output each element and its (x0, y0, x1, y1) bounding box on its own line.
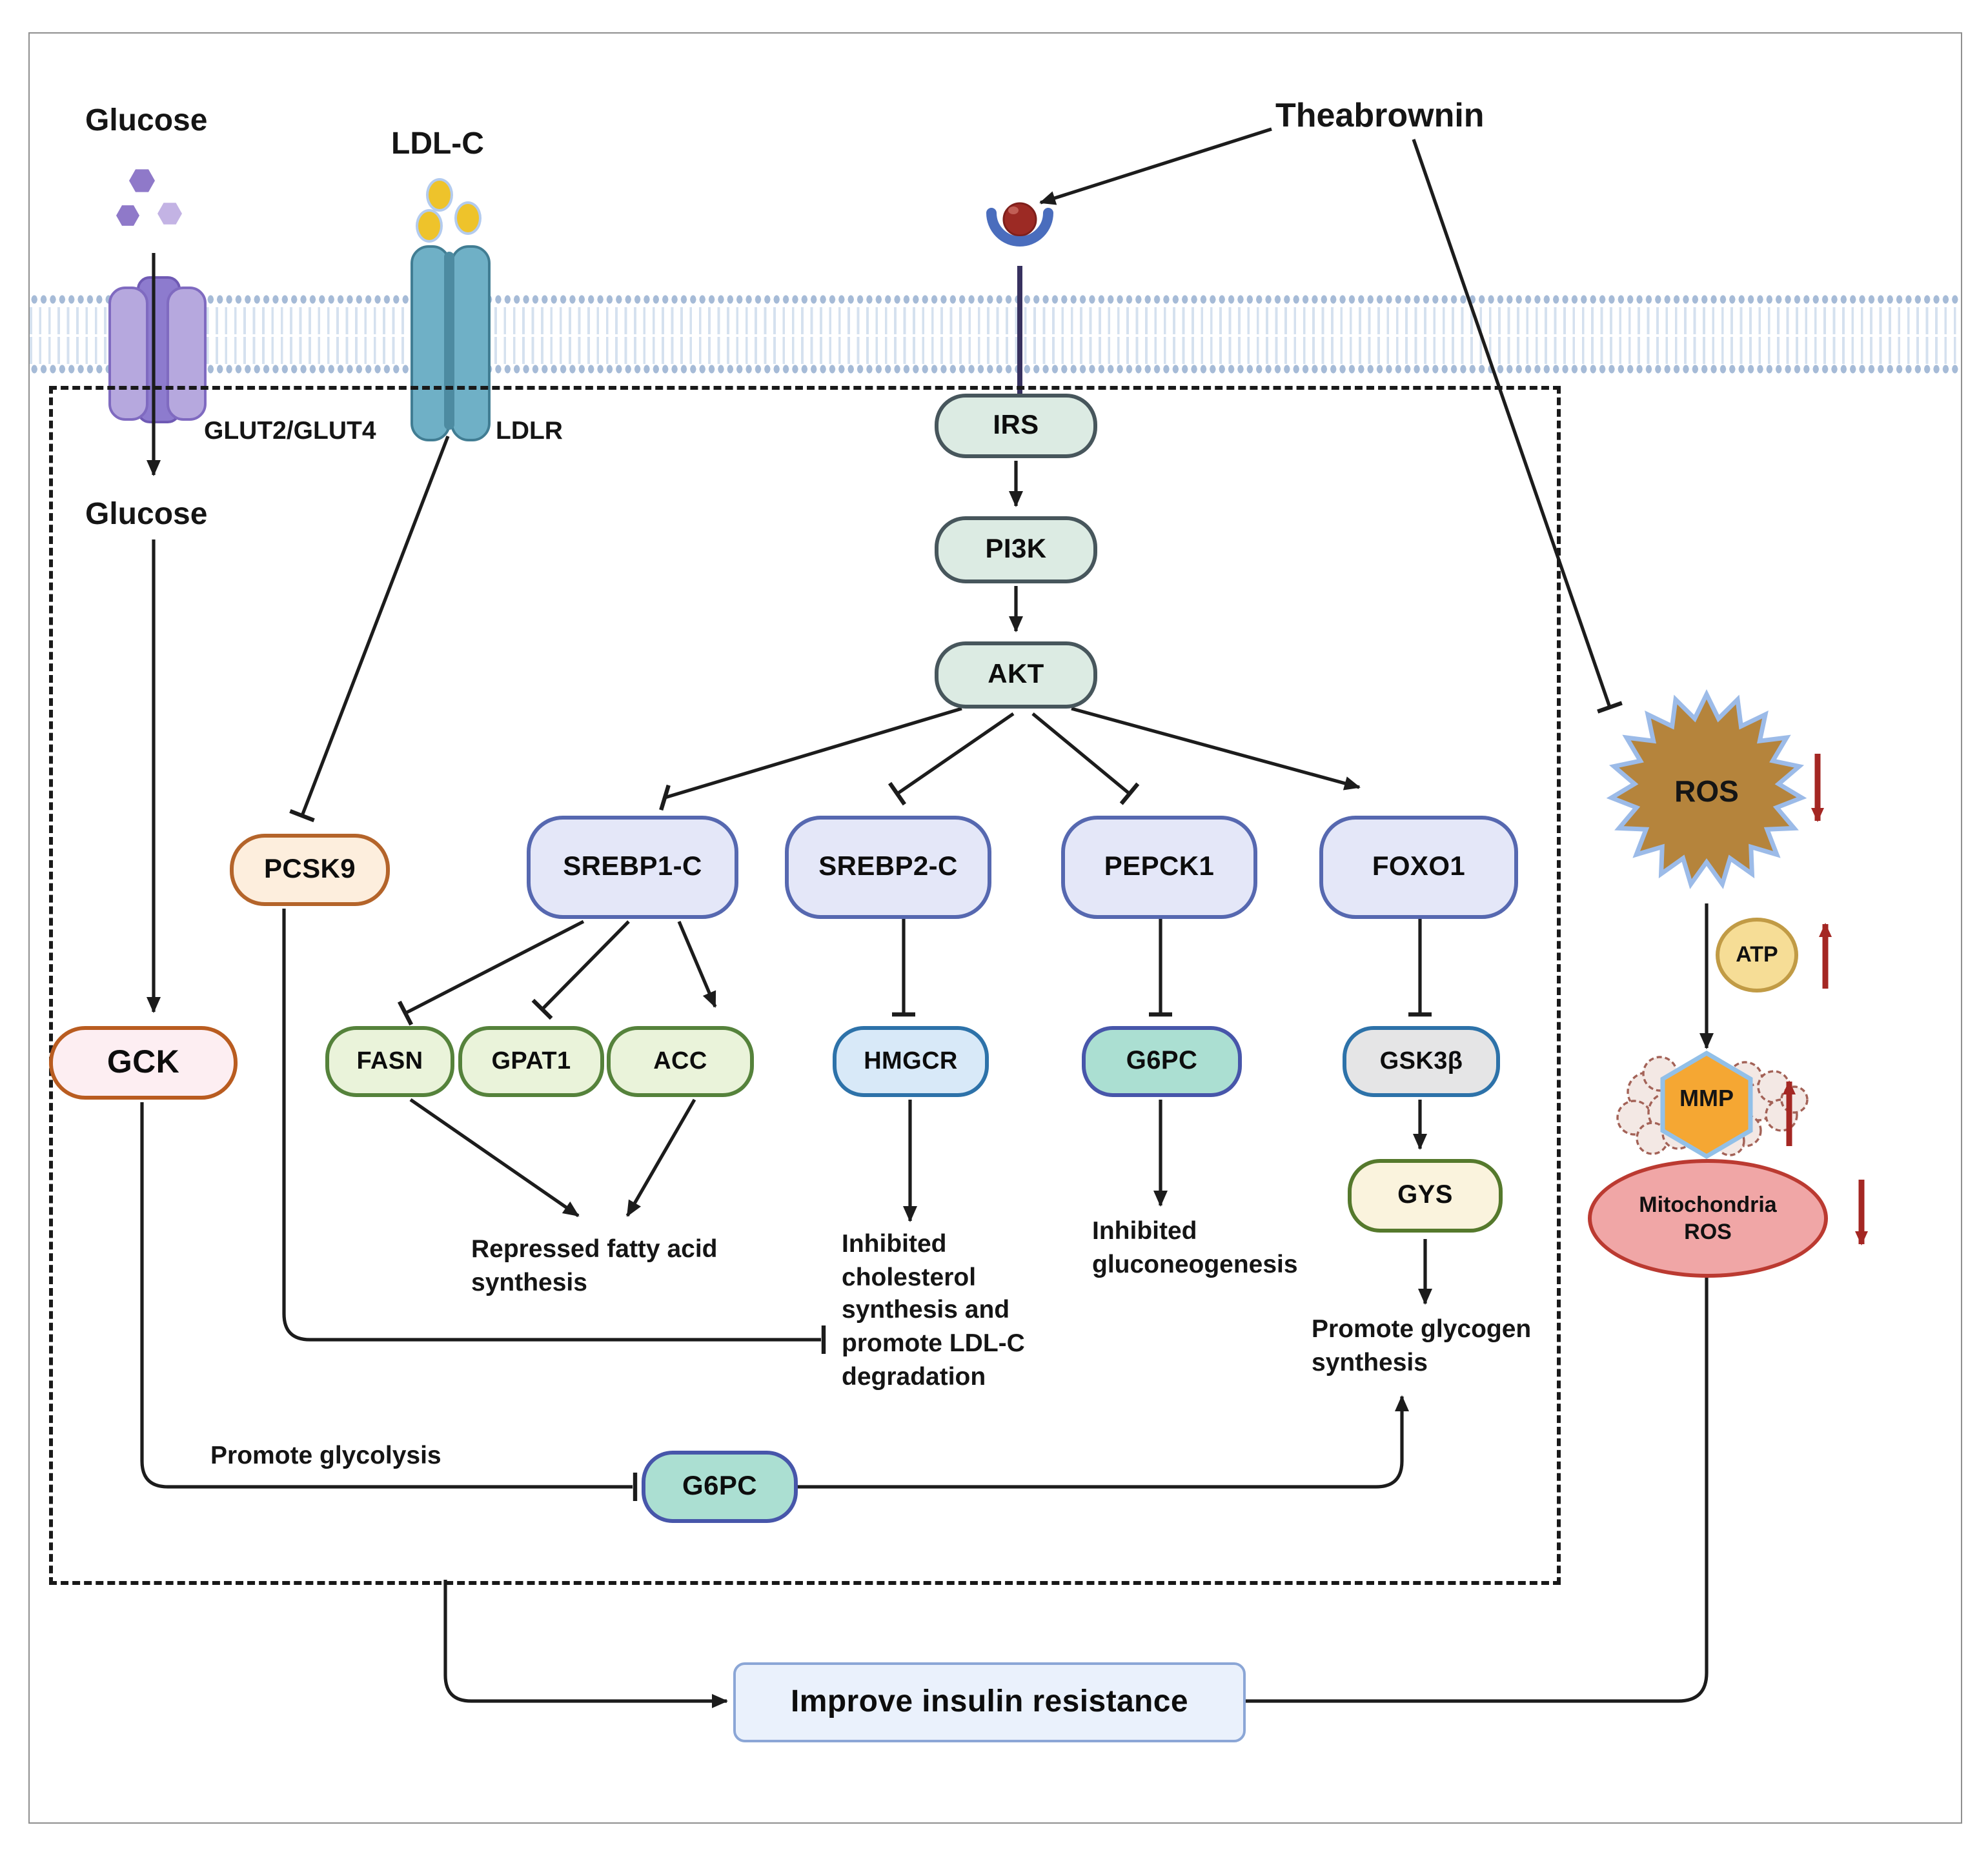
node-gpat1: GPAT1 (458, 1026, 604, 1097)
node-gys: GYS (1348, 1159, 1503, 1233)
srebp1c-to-gpat1-line (541, 920, 630, 1011)
g6pc-to-glycogen-arrow (798, 1395, 1409, 1489)
glut-lobe-right (167, 287, 207, 421)
membrane-outer-leaflet (30, 292, 1961, 307)
theabrownin-title: Theabrownin (1275, 96, 1485, 134)
ldlr-seam (444, 252, 454, 430)
theabrownin-ros-tbar-icon (1597, 701, 1623, 714)
akt-to-srebp1c-line (664, 707, 962, 800)
node-g6pc-lower: G6PC (642, 1451, 798, 1523)
mmp-label: MMP (1679, 1085, 1734, 1111)
node-foxo1: FOXO1 (1319, 816, 1518, 919)
theabrownin-to-receptor-arrow (1039, 127, 1272, 205)
akt-to-pepck1-line (1031, 712, 1131, 796)
improve-insulin-resistance-box: Improve insulin resistance (733, 1662, 1246, 1742)
plasma-membrane (30, 292, 1961, 377)
srebp1c-gpat1-tbar-icon (531, 998, 553, 1020)
glucose-extracellular-label: Glucose (85, 103, 208, 138)
glycolysis-label: Promote glycolysis (210, 1442, 441, 1470)
akt-to-foxo1-arrow (1071, 707, 1361, 791)
cell-to-outcome-arrow (443, 1580, 728, 1708)
theabrownin-ligand-icon (1002, 202, 1037, 237)
glut-label: GLUT2/GLUT4 (204, 417, 376, 445)
node-fasn: FASN (325, 1026, 454, 1097)
glucose-molecule-icon (129, 169, 155, 192)
node-acc: ACC (607, 1026, 754, 1097)
node-hmgcr: HMGCR (833, 1026, 989, 1097)
gck-to-g6pc-line (140, 1102, 633, 1489)
ros-starburst-icon (1606, 689, 1807, 889)
ldlr-label: LDLR (496, 417, 563, 445)
node-akt: AKT (935, 641, 1097, 709)
akt-srebp2c-tbar-icon (888, 781, 907, 806)
node-pi3k: PI3K (935, 516, 1097, 583)
glycogen-outcome-text: Promote glycogen synthesis (1312, 1315, 1532, 1377)
fatty-acid-outcome-text: Repressed fatty acid synthesis (471, 1235, 718, 1297)
ligand-highlight (1008, 207, 1019, 214)
akt-to-srebp2c-line (896, 712, 1015, 796)
node-pcsk9: PCSK9 (230, 834, 390, 906)
ldlr-receptor (411, 245, 491, 441)
ldl-particle-icon (454, 201, 482, 235)
insulin-receptor (986, 202, 1053, 247)
mito-ros-ellipse: Mitochondria ROS (1588, 1159, 1828, 1278)
akt-pepck1-tbar-icon (1119, 782, 1140, 805)
acc-outcome-arrow (625, 1098, 696, 1217)
akt-srebp1c-tbar-icon (659, 784, 671, 811)
receptor-cup-icon (986, 208, 1053, 247)
node-gsk3b: GSK3β (1343, 1026, 1500, 1097)
ldl-particle-icon (416, 209, 443, 243)
node-srebp2c: SREBP2-C (785, 816, 991, 919)
ldlr-pcsk9-tbar-icon (289, 809, 315, 823)
ros-label: ROS (1674, 774, 1739, 808)
glucose-cytoplasm-label: Glucose (85, 497, 208, 532)
membrane-inner-leaflet (30, 361, 1961, 377)
ldlr-to-pcsk9-line (300, 436, 450, 816)
glut-transporter (108, 271, 207, 423)
ldl-particle-icon (426, 178, 453, 212)
pcsk9-to-cholesterol-line (282, 909, 821, 1342)
node-srebp1c: SREBP1-C (527, 816, 738, 919)
fasn-outcome-arrow (409, 1098, 580, 1218)
srebp1c-to-fasn-line (404, 920, 585, 1015)
glut-lobe-left (108, 287, 148, 421)
cholesterol-outcome-text: Inhibited cholesterol synthesis and prom… (842, 1230, 1025, 1391)
node-gck: GCK (49, 1026, 238, 1100)
membrane-tails-top (30, 307, 1961, 334)
glucose-molecule-icon (116, 205, 139, 226)
node-irs: IRS (935, 394, 1097, 458)
ldlr-lobe-left (411, 245, 451, 441)
srebp1c-to-acc-arrow (677, 920, 717, 1008)
figure-border (28, 32, 1962, 1824)
membrane-tails-bottom (30, 337, 1961, 364)
srebp1c-fasn-tbar-icon (397, 1000, 414, 1026)
mitoros-to-outcome-line (1226, 1275, 1709, 1703)
gluconeogenesis-outcome-text: Inhibited gluconeogenesis (1092, 1217, 1298, 1279)
node-g6pc-upper: G6PC (1082, 1026, 1242, 1097)
ldl-c-label: LDL-C (391, 126, 484, 161)
atp-ellipse: ATP (1716, 918, 1798, 992)
node-pepck1: PEPCK1 (1061, 816, 1257, 919)
theabrownin-to-ros-line (1412, 139, 1612, 708)
mmp-hexagon-icon (1660, 1050, 1753, 1160)
